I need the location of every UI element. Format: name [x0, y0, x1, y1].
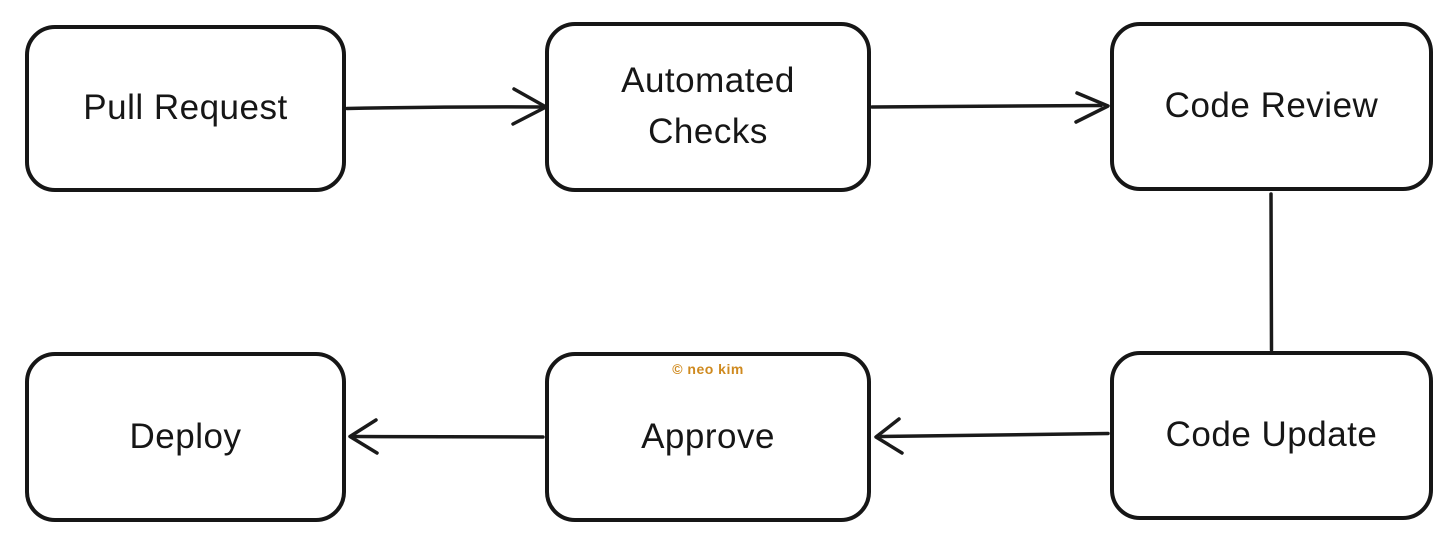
line-code-review-to-code-update	[1269, 192, 1274, 352]
node-label: Pull Request	[83, 88, 288, 128]
node-code-review: Code Review	[1110, 22, 1433, 191]
node-label: Code Update	[1165, 415, 1378, 455]
node-code-update: Code Update	[1110, 351, 1433, 520]
node-automated-checks: Automated Checks	[545, 22, 871, 192]
node-pull-request: Pull Request	[25, 25, 346, 192]
node-deploy: Deploy	[25, 352, 346, 522]
arrow-approve-to-deploy	[348, 418, 545, 455]
node-label: Deploy	[129, 416, 242, 456]
node-label: Automated Checks	[621, 61, 795, 151]
arrow-automated-checks-to-code-review	[870, 91, 1110, 124]
node-label: Approve	[641, 416, 775, 456]
arrow-code-update-to-approve	[874, 417, 1110, 455]
arrow-pull-request-to-automated-checks	[345, 87, 548, 126]
node-approve: © neo kim Approve	[545, 352, 871, 522]
node-label: Code Review	[1164, 86, 1379, 126]
watermark-credit: © neo kim	[672, 361, 744, 377]
